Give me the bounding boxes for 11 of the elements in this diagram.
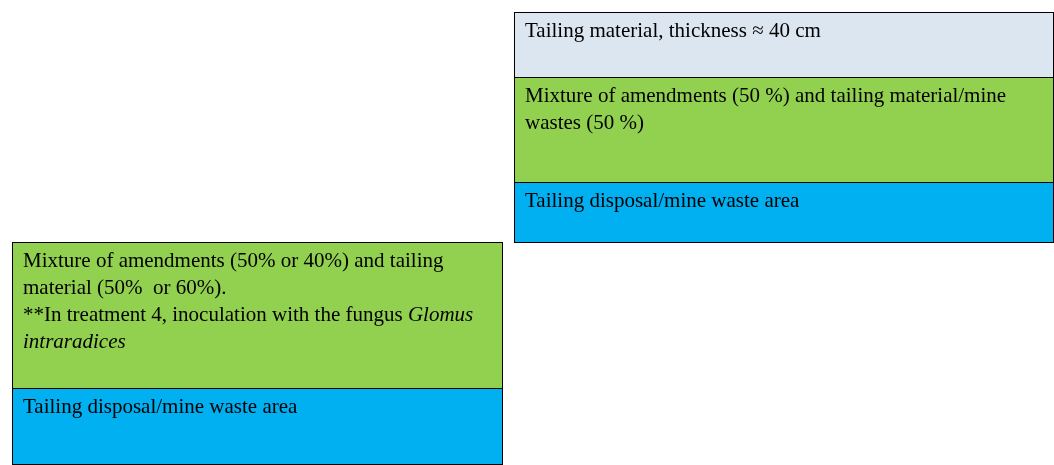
layer-box [514, 12, 1054, 78]
layer-text: Mixture of amendments (50 %) and tailing material/mine wastes (50 %) [525, 82, 1008, 136]
layer-text: Tailing material, thickness ≈ 40 cm [525, 17, 822, 44]
layer-text: Mixture of amendments (50% or 40%) and tailing material (50% or 60%). [23, 247, 445, 301]
layer-text: Tailing disposal/mine waste area [525, 187, 801, 214]
layer-box [514, 182, 1054, 243]
layer-box [514, 77, 1054, 183]
layer-box [12, 388, 503, 465]
layer-text: Tailing disposal/mine waste area [23, 393, 299, 420]
layer-text: **In treatment 4, inoculation with the fungus Glomus intraradices [23, 301, 475, 355]
layer-box [12, 242, 503, 389]
